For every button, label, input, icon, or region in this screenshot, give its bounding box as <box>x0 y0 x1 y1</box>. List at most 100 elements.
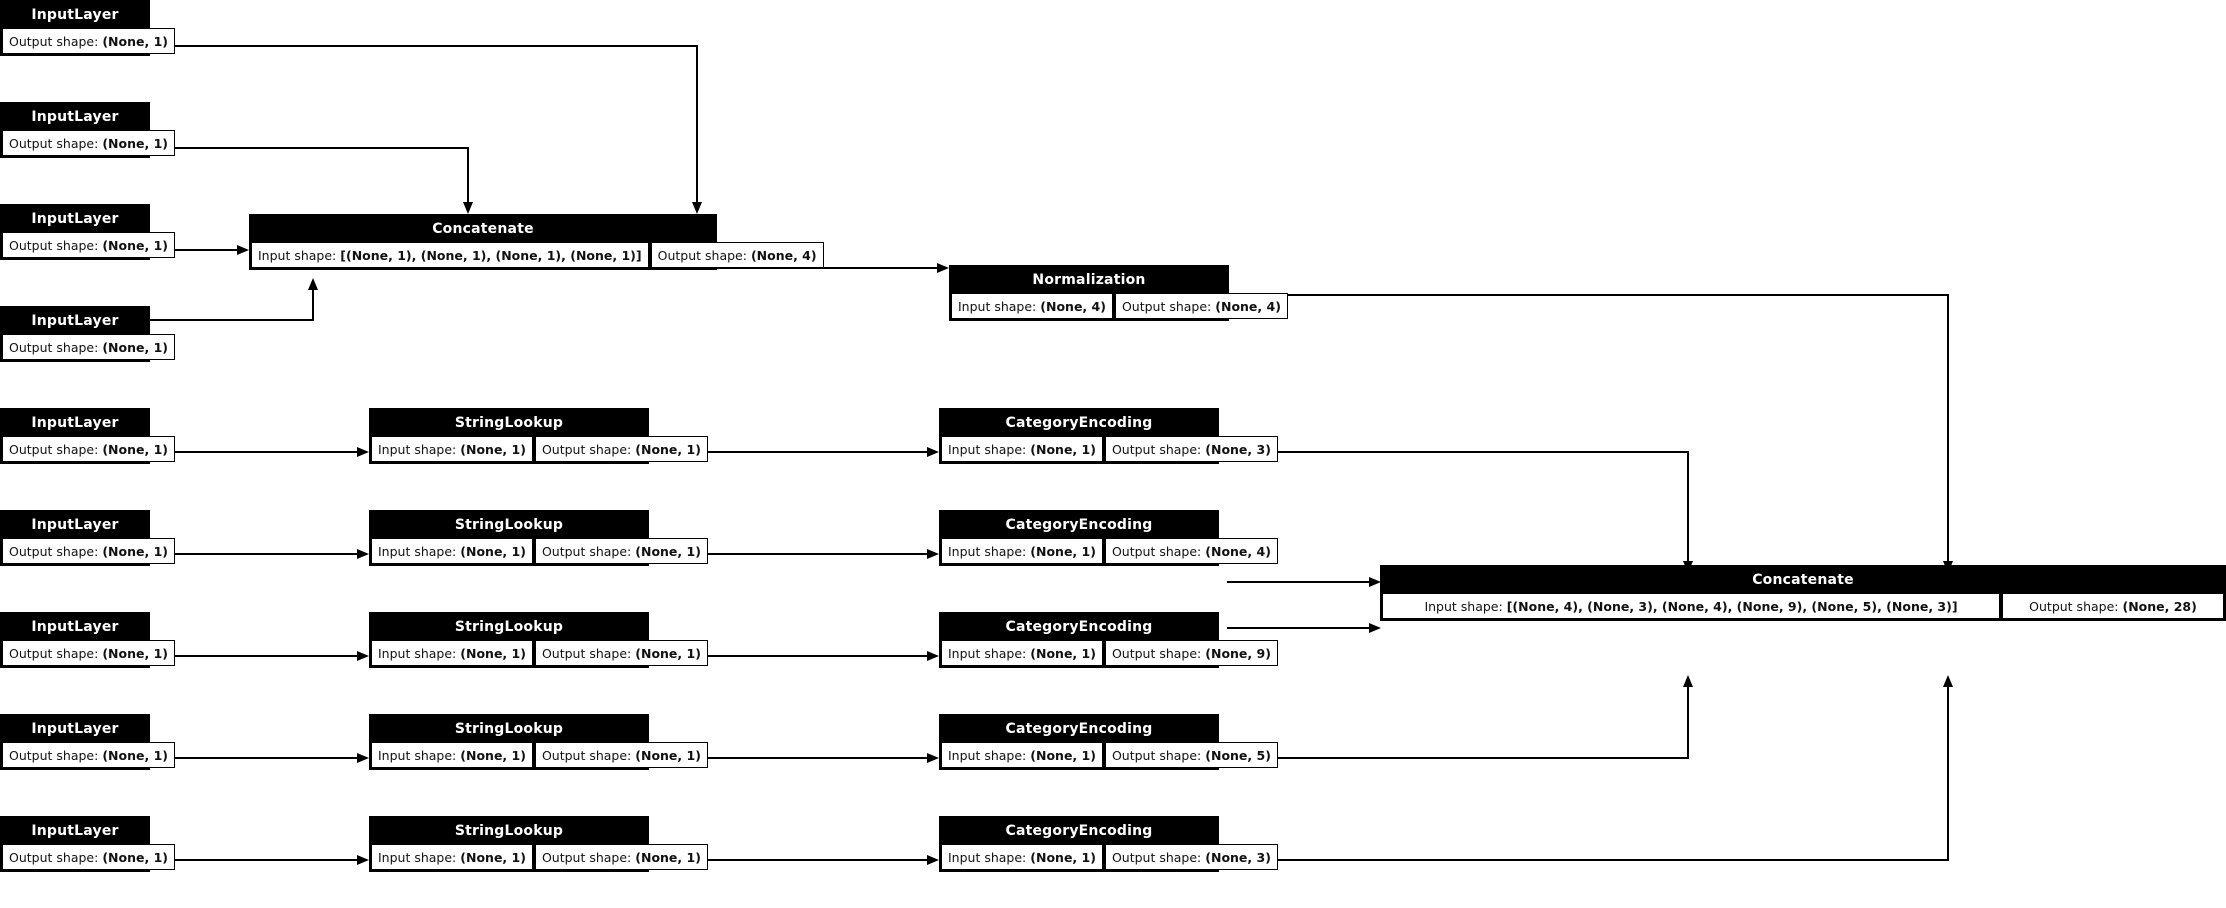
node-category-encoding-5[interactable]: CategoryEncoding Input shape: (None, 1) … <box>939 816 1278 872</box>
output-shape-label: Output shape: <box>657 247 747 263</box>
input-shape-cell: Input shape: (None, 1) <box>941 436 1103 462</box>
node-input-layer-categorical-1[interactable]: InputLayer Output shape: (None, 1) <box>0 408 175 464</box>
shape-row: Input shape: (None, 1) Output shape: (No… <box>370 640 708 667</box>
node-title: InputLayer <box>31 516 119 533</box>
output-shape-cell: Output shape: (None, 1) <box>2 334 175 360</box>
output-shape-label: Output shape: <box>9 33 99 49</box>
output-shape-cell: Output shape: (None, 1) <box>2 844 175 870</box>
input-shape-label: Input shape: <box>948 441 1027 457</box>
output-shape-cell: Output shape: (None, 1) <box>534 742 708 768</box>
output-shape-cell: Output shape: (None, 4) <box>650 242 824 268</box>
shape-row: Output shape: (None, 1) <box>1 844 175 871</box>
input-shape-cell: Input shape: (None, 1) <box>941 844 1103 870</box>
shape-row: Input shape: (None, 1) Output shape: (No… <box>370 436 708 463</box>
node-title: Concatenate <box>1752 571 1854 588</box>
output-shape-cell: Output shape: (None, 3) <box>1104 436 1278 462</box>
input-shape-value: (None, 1) <box>460 645 526 661</box>
shape-row: Input shape: (None, 1) Output shape: (No… <box>940 844 1278 871</box>
node-input-layer-categorical-4[interactable]: InputLayer Output shape: (None, 1) <box>0 714 175 770</box>
shape-row: Input shape: (None, 1) Output shape: (No… <box>940 538 1278 565</box>
node-title: CategoryEncoding <box>1005 618 1153 635</box>
node-category-encoding-3[interactable]: CategoryEncoding Input shape: (None, 1) … <box>939 612 1278 668</box>
output-shape-cell: Output shape: (None, 4) <box>1114 293 1288 319</box>
output-shape-value: (None, 1) <box>102 339 168 355</box>
output-shape-cell: Output shape: (None, 3) <box>1104 844 1278 870</box>
output-shape-cell: Output shape: (None, 1) <box>2 742 175 768</box>
shape-row: Output shape: (None, 1) <box>1 334 175 361</box>
output-shape-cell: Output shape: (None, 1) <box>2 28 175 54</box>
node-normalization[interactable]: Normalization Input shape: (None, 4) Out… <box>949 265 1288 321</box>
node-string-lookup-2[interactable]: StringLookup Input shape: (None, 1) Outp… <box>369 510 708 566</box>
shape-row: Output shape: (None, 1) <box>1 130 175 157</box>
node-title: InputLayer <box>31 414 119 431</box>
input-shape-label: Input shape: <box>958 298 1037 314</box>
input-shape-label: Input shape: <box>378 441 457 457</box>
shape-row: Input shape: (None, 1) Output shape: (No… <box>370 538 708 565</box>
node-title: Concatenate <box>432 220 534 237</box>
node-input-layer-numeric-1[interactable]: InputLayer Output shape: (None, 1) <box>0 0 175 56</box>
output-shape-label: Output shape: <box>9 441 99 457</box>
output-shape-label: Output shape: <box>9 849 99 865</box>
node-title: InputLayer <box>31 210 119 227</box>
node-title: InputLayer <box>31 6 119 23</box>
input-shape-value: (None, 4) <box>1040 298 1106 314</box>
node-input-layer-numeric-3[interactable]: InputLayer Output shape: (None, 1) <box>0 204 175 260</box>
output-shape-label: Output shape: <box>1111 747 1202 763</box>
input-shape-label: Input shape: <box>378 747 457 763</box>
node-string-lookup-1[interactable]: StringLookup Input shape: (None, 1) Outp… <box>369 408 708 464</box>
input-shape-label: Input shape: <box>948 849 1027 865</box>
output-shape-label: Output shape: <box>541 441 632 457</box>
node-title: InputLayer <box>31 822 119 839</box>
output-shape-label: Output shape: <box>9 747 99 763</box>
output-shape-value: (None, 1) <box>102 543 168 559</box>
output-shape-label: Output shape: <box>541 543 632 559</box>
shape-row: Input shape: [(None, 1), (None, 1), (Non… <box>250 242 824 269</box>
input-shape-label: Input shape: <box>378 849 457 865</box>
output-shape-cell: Output shape: (None, 28) <box>2002 593 2224 619</box>
input-shape-value: [(None, 1), (None, 1), (None, 1), (None,… <box>340 247 642 263</box>
shape-row: Output shape: (None, 1) <box>1 742 175 769</box>
output-shape-label: Output shape: <box>9 339 99 355</box>
node-string-lookup-5[interactable]: StringLookup Input shape: (None, 1) Outp… <box>369 816 708 872</box>
input-shape-cell: Input shape: [(None, 1), (None, 1), (Non… <box>251 242 649 268</box>
node-category-encoding-4[interactable]: CategoryEncoding Input shape: (None, 1) … <box>939 714 1278 770</box>
output-shape-label: Output shape: <box>9 645 99 661</box>
node-input-layer-numeric-4[interactable]: InputLayer Output shape: (None, 1) <box>0 306 175 362</box>
shape-row: Input shape: (None, 1) Output shape: (No… <box>940 640 1278 667</box>
input-shape-label: Input shape: <box>1424 598 1503 614</box>
shape-row: Output shape: (None, 1) <box>1 232 175 259</box>
node-title: CategoryEncoding <box>1005 720 1153 737</box>
node-string-lookup-4[interactable]: StringLookup Input shape: (None, 1) Outp… <box>369 714 708 770</box>
input-shape-value: (None, 1) <box>1030 747 1096 763</box>
output-shape-value: (None, 1) <box>635 543 701 559</box>
node-string-lookup-3[interactable]: StringLookup Input shape: (None, 1) Outp… <box>369 612 708 668</box>
output-shape-cell: Output shape: (None, 1) <box>2 640 175 666</box>
node-input-layer-categorical-5[interactable]: InputLayer Output shape: (None, 1) <box>0 816 175 872</box>
input-shape-cell: Input shape: (None, 4) <box>951 293 1113 319</box>
node-title: StringLookup <box>454 516 564 533</box>
input-shape-value: (None, 1) <box>1030 543 1096 559</box>
node-concatenate-final[interactable]: Concatenate Input shape: [(None, 4), (No… <box>1380 565 2226 621</box>
output-shape-label: Output shape: <box>1111 441 1202 457</box>
shape-row: Input shape: (None, 4) Output shape: (No… <box>950 293 1288 320</box>
output-shape-label: Output shape: <box>1121 298 1212 314</box>
node-category-encoding-1[interactable]: CategoryEncoding Input shape: (None, 1) … <box>939 408 1278 464</box>
node-title: InputLayer <box>31 312 119 329</box>
node-title: StringLookup <box>454 720 564 737</box>
output-shape-cell: Output shape: (None, 9) <box>1104 640 1278 666</box>
node-category-encoding-2[interactable]: CategoryEncoding Input shape: (None, 1) … <box>939 510 1278 566</box>
node-title: StringLookup <box>454 414 564 431</box>
node-title: CategoryEncoding <box>1005 516 1153 533</box>
node-concatenate-numeric[interactable]: Concatenate Input shape: [(None, 1), (No… <box>249 214 824 270</box>
node-input-layer-numeric-2[interactable]: InputLayer Output shape: (None, 1) <box>0 102 175 158</box>
node-input-layer-categorical-2[interactable]: InputLayer Output shape: (None, 1) <box>0 510 175 566</box>
output-shape-cell: Output shape: (None, 4) <box>1104 538 1278 564</box>
node-title: StringLookup <box>454 618 564 635</box>
shape-row: Output shape: (None, 1) <box>1 28 175 55</box>
node-input-layer-categorical-3[interactable]: InputLayer Output shape: (None, 1) <box>0 612 175 668</box>
input-shape-cell: Input shape: (None, 1) <box>371 436 533 462</box>
output-shape-label: Output shape: <box>1111 645 1202 661</box>
output-shape-value: (None, 1) <box>635 645 701 661</box>
node-title: InputLayer <box>31 720 119 737</box>
